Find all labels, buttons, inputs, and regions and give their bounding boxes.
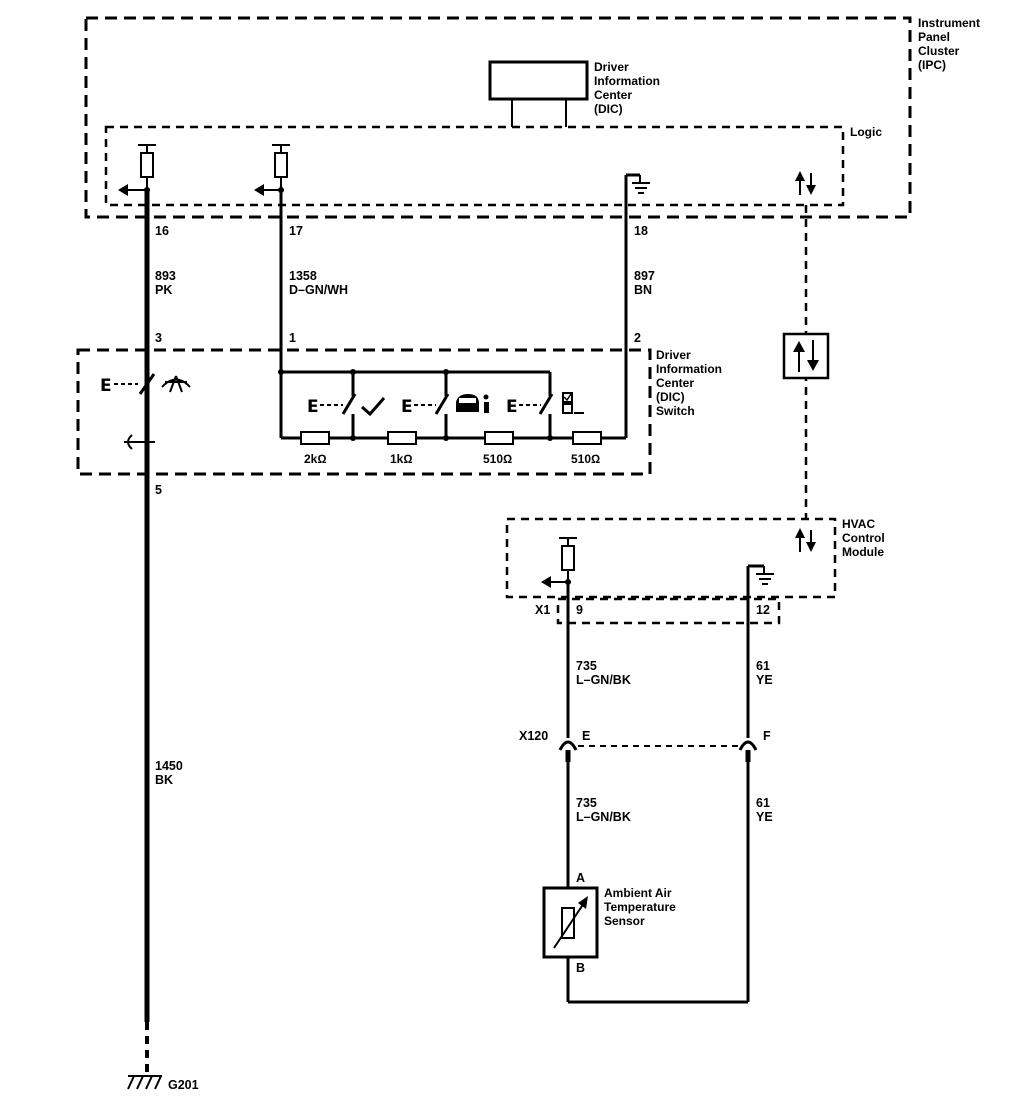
switch-1: E bbox=[307, 369, 357, 441]
sensor-label-2: Temperature bbox=[604, 900, 676, 914]
switch-2-e-icon: E bbox=[401, 397, 413, 417]
dic-switch-boundary bbox=[76, 348, 652, 476]
wire-1358-color: D–GN/WH bbox=[289, 283, 348, 297]
brake-warning-icon bbox=[161, 375, 191, 393]
wire-893-color: PK bbox=[155, 283, 172, 297]
dic-switch-label-1: Driver bbox=[656, 348, 691, 362]
sensor-pin-b: B bbox=[576, 961, 585, 975]
dic-label-1: Driver bbox=[594, 60, 629, 74]
connector-x1-label: X1 bbox=[535, 603, 550, 617]
pin-1: 1 bbox=[289, 331, 296, 345]
sensor-pin-a: A bbox=[576, 871, 585, 885]
wire-735-top-color: L–GN/BK bbox=[576, 673, 631, 687]
pullup-resistor-hvac bbox=[541, 537, 577, 588]
pin-3: 3 bbox=[155, 331, 162, 345]
wire-61-top-circuit: 61 bbox=[756, 659, 770, 673]
resistor-2k-label: 2kΩ bbox=[304, 452, 327, 466]
switch-2: E bbox=[401, 369, 450, 441]
wire-897-circuit: 897 bbox=[634, 269, 655, 283]
resistor-1k bbox=[387, 431, 417, 445]
ipc-label-4: (IPC) bbox=[918, 58, 946, 72]
pin-f: F bbox=[763, 729, 771, 743]
ipc-label-2: Panel bbox=[918, 30, 950, 44]
serial-data-icon-box bbox=[782, 332, 830, 380]
resistor-510-a-label: 510Ω bbox=[483, 452, 512, 466]
connector-x1 bbox=[556, 597, 781, 625]
dic-switch-label-5: Switch bbox=[656, 404, 695, 418]
ground-icon-hvac bbox=[748, 564, 774, 585]
thermistor-icon bbox=[553, 896, 588, 949]
dic-label-2: Information bbox=[594, 74, 660, 88]
wire-1450-circuit: 1450 bbox=[155, 759, 183, 773]
hvac-label-2: Control bbox=[842, 531, 885, 545]
ipc-label-1: Instrument bbox=[918, 16, 980, 30]
switch-3-e-icon: E bbox=[506, 397, 518, 417]
pullup-resistor-17 bbox=[254, 144, 290, 196]
hvac-boundary bbox=[505, 517, 837, 599]
wire-893-circuit: 893 bbox=[155, 269, 176, 283]
ground-label: G201 bbox=[168, 1078, 199, 1092]
sensor-label-3: Sensor bbox=[604, 914, 645, 928]
resistor-510-b bbox=[572, 431, 602, 445]
pin-16: 16 bbox=[155, 224, 169, 238]
ground-icon-ipc bbox=[626, 173, 650, 194]
pin-e: E bbox=[582, 729, 590, 743]
wire-61-bot-color: YE bbox=[756, 810, 773, 824]
connector-x120-label: X120 bbox=[519, 729, 548, 743]
switch-e-icon: E bbox=[100, 376, 112, 396]
switch-3: E bbox=[506, 372, 554, 441]
splice-symbol bbox=[124, 434, 155, 450]
pin-17: 17 bbox=[289, 224, 303, 238]
pin-9: 9 bbox=[576, 603, 583, 617]
pin-2: 2 bbox=[634, 331, 641, 345]
hvac-label-1: HVAC bbox=[842, 517, 875, 531]
wire-1358-circuit: 1358 bbox=[289, 269, 317, 283]
connector-x120 bbox=[558, 740, 758, 762]
wire-897-color: BN bbox=[634, 283, 652, 297]
logic-boundary bbox=[104, 125, 845, 207]
pin-5: 5 bbox=[155, 483, 162, 497]
serial-data-icon-hvac bbox=[795, 528, 816, 552]
wire-1450-color: BK bbox=[155, 773, 173, 787]
sensor-label-1: Ambient Air bbox=[604, 886, 672, 900]
dic-switch-label-2: Information bbox=[656, 362, 722, 376]
vehicle-info-icon bbox=[456, 394, 489, 413]
hvac-label-3: Module bbox=[842, 545, 884, 559]
wire-735-top-circuit: 735 bbox=[576, 659, 597, 673]
wire-735-bot-circuit: 735 bbox=[576, 796, 597, 810]
ipc-label-3: Cluster bbox=[918, 44, 960, 58]
resistor-510-b-label: 510Ω bbox=[571, 452, 600, 466]
ipc-boundary bbox=[84, 16, 912, 219]
brake-switch: E bbox=[100, 362, 156, 440]
pin-18: 18 bbox=[634, 224, 648, 238]
wire-61-bot-circuit: 61 bbox=[756, 796, 770, 810]
pullup-resistor-16 bbox=[118, 144, 156, 196]
pin-12: 12 bbox=[756, 603, 770, 617]
switch-1-e-icon: E bbox=[307, 397, 319, 417]
dic-label-4: (DIC) bbox=[594, 102, 623, 116]
reset-select-icon bbox=[562, 392, 584, 414]
serial-data-icon-ipc bbox=[795, 171, 816, 195]
resistor-510-a bbox=[484, 431, 514, 445]
resistor-2k bbox=[300, 431, 330, 445]
dic-label-3: Center bbox=[594, 88, 632, 102]
wire-735-bot-color: L–GN/BK bbox=[576, 810, 631, 824]
logic-label: Logic bbox=[850, 125, 882, 139]
dic-switch-label-3: Center bbox=[656, 376, 694, 390]
dic-display-box bbox=[488, 60, 589, 101]
chassis-ground-icon bbox=[127, 1075, 162, 1090]
checkmark-icon bbox=[361, 397, 386, 417]
wire-61-top-color: YE bbox=[756, 673, 773, 687]
dic-switch-label-4: (DIC) bbox=[656, 390, 685, 404]
resistor-1k-label: 1kΩ bbox=[390, 452, 413, 466]
sensor-body bbox=[542, 886, 599, 959]
